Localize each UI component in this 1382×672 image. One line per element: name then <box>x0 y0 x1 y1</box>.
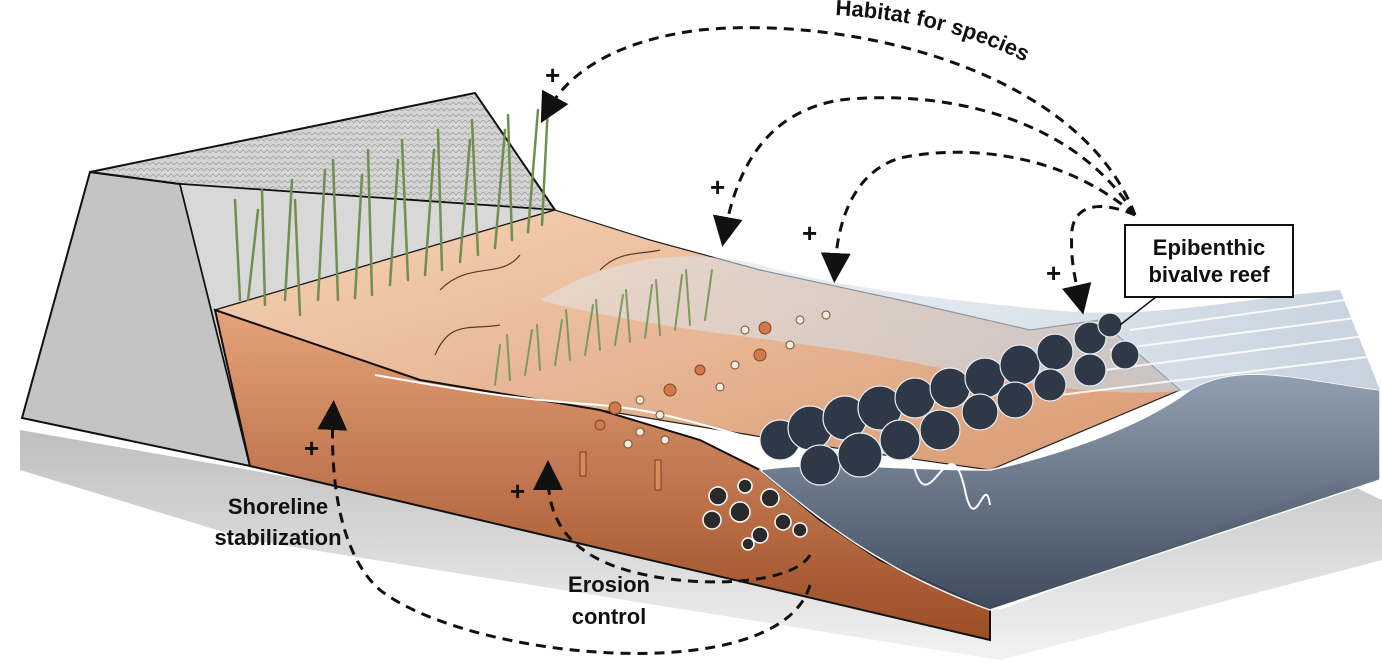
sediment-ripples <box>434 249 661 356</box>
shoreline-label-line1: Shoreline <box>228 494 328 519</box>
plus-sign-shoreline: + <box>304 433 319 463</box>
erosion-control-arrow <box>533 460 812 584</box>
plus-sign-tidal: + <box>802 218 817 248</box>
plus-sign-marsh: + <box>545 60 560 90</box>
water-surface <box>540 256 1380 393</box>
benthic-organisms <box>594 310 831 449</box>
reef-label-line2: bivalve reef <box>1148 262 1270 287</box>
infauna-burrows <box>579 451 662 491</box>
habitat-arrow-marsh <box>540 26 1137 216</box>
erosion-label-line1: Erosion <box>568 572 650 597</box>
shell-fragments <box>702 478 808 551</box>
habitat-arrow-tidal <box>820 150 1136 283</box>
seagrass-beds <box>494 269 713 386</box>
erosion-arrows <box>317 400 812 655</box>
bivalve-reef <box>759 312 1140 486</box>
wave-ridges <box>1059 299 1376 396</box>
erosion-label-line2: control <box>572 604 647 629</box>
reef-label-line1: Epibenthic <box>1153 235 1265 260</box>
plus-sign-seagrass: + <box>710 172 725 202</box>
plus-sign-erosion: + <box>510 476 525 506</box>
plus-sign-reef: + <box>1046 258 1061 288</box>
habitat-arrows <box>540 26 1137 315</box>
water-cross-section <box>758 373 1381 611</box>
habitat-arrow-seagrass <box>712 96 1137 247</box>
salt-marsh-grass <box>233 103 550 317</box>
ground-shadow <box>20 430 1382 660</box>
reef-callout: Epibenthic bivalve reef <box>1119 224 1294 326</box>
shoreline-label-line2: stabilization <box>214 525 341 550</box>
reef-callout-box <box>1124 224 1294 298</box>
habitat-arrow-reef <box>1062 205 1136 315</box>
shoreline-stabilization-arrow <box>317 400 812 655</box>
